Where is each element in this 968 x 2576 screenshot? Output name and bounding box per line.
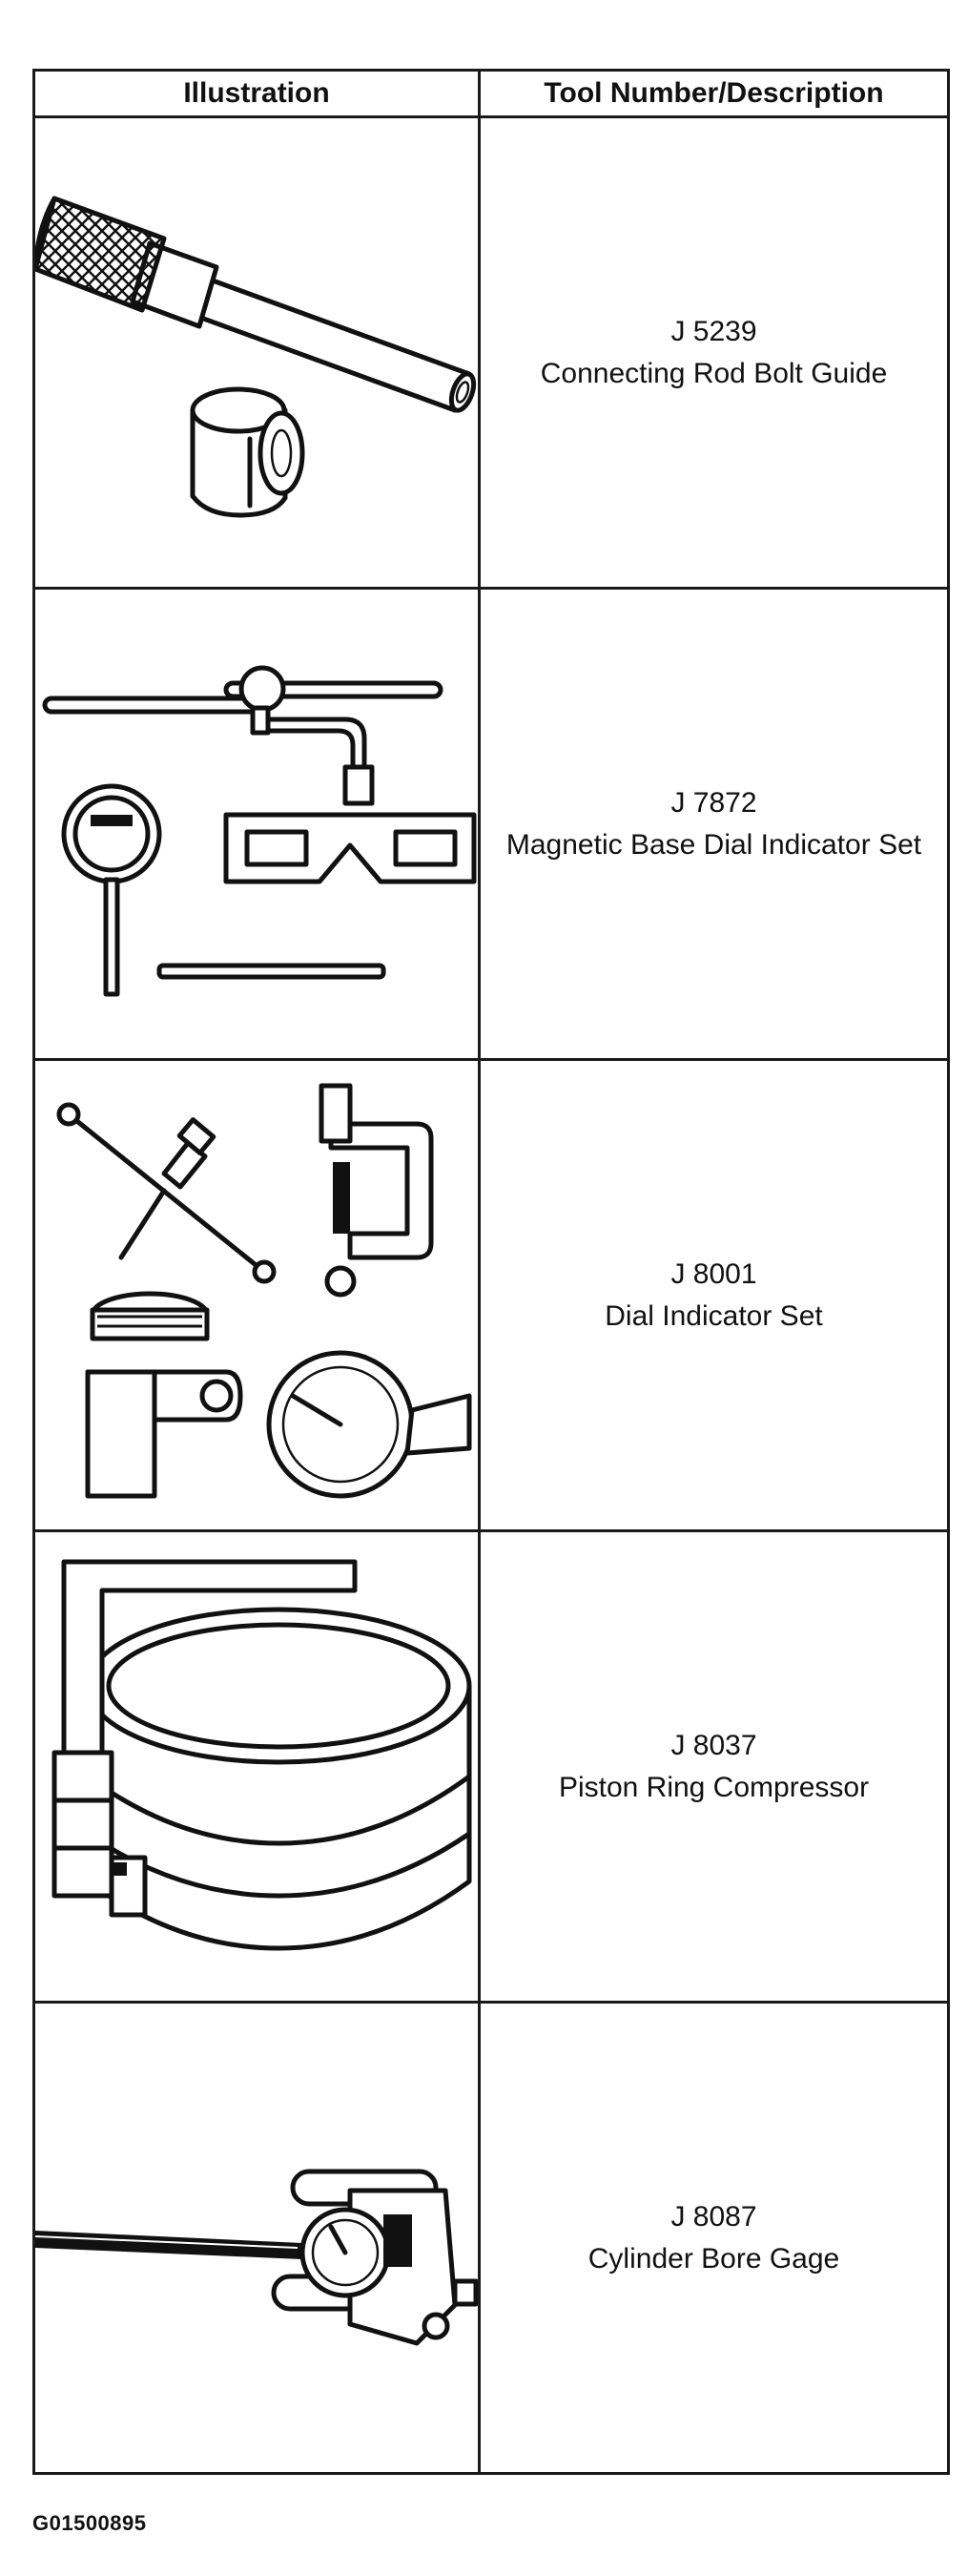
tool-description: Cylinder Bore Gage <box>587 2242 840 2275</box>
magnetic-base-dial-indicator-icon <box>42 665 477 996</box>
table-header-row: Illustration Tool Number/Description <box>32 69 950 118</box>
cylinder-bore-gage-icon <box>35 2169 478 2345</box>
table-row: J 8001 Dial Indicator Set <box>32 1058 950 1532</box>
tool-description: Dial Indicator Set <box>605 1299 823 1332</box>
header-illustration: Illustration <box>32 69 481 118</box>
special-tools-table: Illustration Tool Number/Description <box>32 69 950 2475</box>
table-row: J 8037 Piston Ring Compressor <box>32 1529 950 2004</box>
dial-indicator-set-icon <box>56 1083 472 1498</box>
illustration-cell <box>32 1058 481 1532</box>
piston-ring-compressor-icon <box>51 1559 472 1950</box>
tool-description-cell: J 5239 Connecting Rod Bolt Guide <box>478 115 950 590</box>
tool-description-cell: J 8087 Cylinder Bore Gage <box>478 2001 950 2475</box>
illustration-cell <box>32 2001 481 2475</box>
tool-number: J 8037 <box>670 1729 757 1761</box>
tool-description-cell: J 7872 Magnetic Base Dial Indicator Set <box>478 587 950 1061</box>
table-row: J 8087 Cylinder Bore Gage <box>32 2001 950 2475</box>
tool-number: J 7872 <box>670 786 757 819</box>
tool-description-cell: J 8037 Piston Ring Compressor <box>478 1529 950 2004</box>
tool-number: J 8001 <box>670 1257 757 1290</box>
figure-code: G01500895 <box>32 2511 147 2535</box>
tool-number: J 5239 <box>670 315 757 347</box>
illustration-cell <box>32 587 481 1061</box>
table-row: J 7872 Magnetic Base Dial Indicator Set <box>32 587 950 1061</box>
illustration-cell <box>32 115 481 590</box>
connecting-rod-bolt-guide-icon <box>35 196 477 517</box>
tool-description: Piston Ring Compressor <box>558 1771 870 1803</box>
tool-number: J 8087 <box>670 2200 757 2233</box>
header-tool-number-description: Tool Number/Description <box>478 69 950 118</box>
tool-description: Connecting Rod Bolt Guide <box>540 357 888 389</box>
tool-description-cell: J 8001 Dial Indicator Set <box>478 1058 950 1532</box>
tool-description: Magnetic Base Dial Indicator Set <box>505 828 922 861</box>
table-row: J 5239 Connecting Rod Bolt Guide <box>32 115 950 590</box>
illustration-cell <box>32 1529 481 2004</box>
